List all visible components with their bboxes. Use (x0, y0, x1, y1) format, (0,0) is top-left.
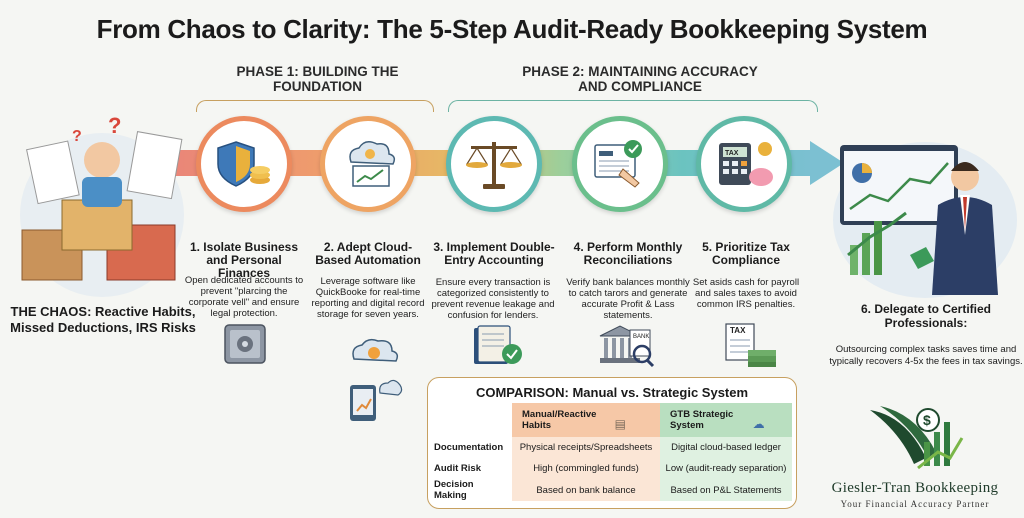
svg-text:$: $ (923, 412, 931, 428)
bank-icon: BANK (599, 325, 655, 368)
paper-stack-icon: ▤ (614, 417, 626, 431)
phase-2-label: PHASE 2: MAINTAINING ACCURACY AND COMPLI… (522, 64, 758, 94)
tax-calculator-icon: TAX (719, 142, 773, 186)
gtb-column-header: GTB Strategic System ☁ (660, 403, 792, 437)
cloud-icon: ☁ (752, 417, 765, 431)
step-4-desc: Verify bank balances monthly to catch ta… (566, 277, 690, 321)
step-6-title: 6. Delegate to Certified Professionals: (860, 302, 992, 330)
brand-name: Giesler-Tran Bookkeeping (831, 480, 999, 496)
balance-scale-icon (465, 142, 523, 189)
cloud-gear-icon (350, 338, 403, 421)
step-1-title: 1. Isolate Business and Personal Finance… (189, 240, 299, 280)
step-3-circle (446, 116, 542, 212)
tax-calc-label: TAX (725, 150, 739, 157)
bank-doc-label: BANK (633, 334, 649, 340)
cloud-automation-icon (349, 141, 396, 187)
step-4-circle (572, 116, 668, 212)
reconciliation-icon (594, 140, 642, 188)
comparison-header-row: Manual/Reactive Habits ▤ GTB Strategic S… (430, 403, 792, 437)
step-1-circle (196, 116, 292, 212)
step-2-desc: Leverage software like QuickBooke for re… (311, 276, 425, 320)
comparison-table: Manual/Reactive Habits ▤ GTB Strategic S… (430, 403, 792, 501)
phase-1-bracket (196, 100, 434, 112)
process-arrow-head (810, 141, 844, 185)
phase-1-label: PHASE 1: BUILDING THE FOUNDATION (236, 64, 399, 94)
phase-2-bracket (448, 100, 818, 112)
step-5-title: 5. Prioritize Tax Compliance (702, 240, 790, 267)
step-4-title: 4. Perform Monthly Reconciliations (573, 240, 683, 267)
table-row: Decision Making Based on bank balance Ba… (430, 479, 792, 501)
step-3-title: 3. Implement Double-Entry Accounting (433, 240, 555, 267)
safe-icon (224, 324, 266, 364)
step-1-desc: Open dedicated accounts to prevent "plar… (184, 275, 304, 319)
step-5-circle: TAX (696, 116, 792, 212)
page-title: From Chaos to Clarity: The 5-Step Audit-… (96, 14, 928, 44)
step-6-desc: Outsourcing complex tasks saves time and… (829, 344, 1023, 367)
table-row: Documentation Physical receipts/Spreadsh… (430, 437, 792, 458)
step-2-title: 2. Adept Cloud-Based Automation (315, 240, 421, 267)
ledger-book-icon (474, 325, 522, 364)
table-row: Audit Risk High (commingled funds) Low (… (430, 458, 792, 479)
tax-form-money-icon: TAX (725, 323, 776, 367)
manual-column-header: Manual/Reactive Habits ▤ (512, 403, 660, 437)
svg-text:?: ? (108, 113, 121, 138)
chaos-illustration: ? ? (20, 113, 184, 297)
brand-logo-icon: $ (870, 406, 964, 470)
step-2-circle (320, 116, 416, 212)
svg-text:?: ? (72, 128, 82, 145)
shield-coins-icon (217, 141, 270, 187)
step-3-desc: Ensure every transaction is categorized … (431, 277, 555, 321)
tax-form-label: TAX (730, 326, 746, 335)
professional-illustration (833, 142, 1017, 298)
comparison-title: COMPARISON: Manual vs. Strategic System (475, 385, 749, 400)
brand-tagline: Your Financial Accuracy Partner (840, 499, 990, 509)
step-5-desc: Set asids cash for payroll and sales tax… (692, 277, 800, 310)
chaos-label: THE CHAOS: Reactive Habits, Missed Deduc… (10, 304, 196, 335)
